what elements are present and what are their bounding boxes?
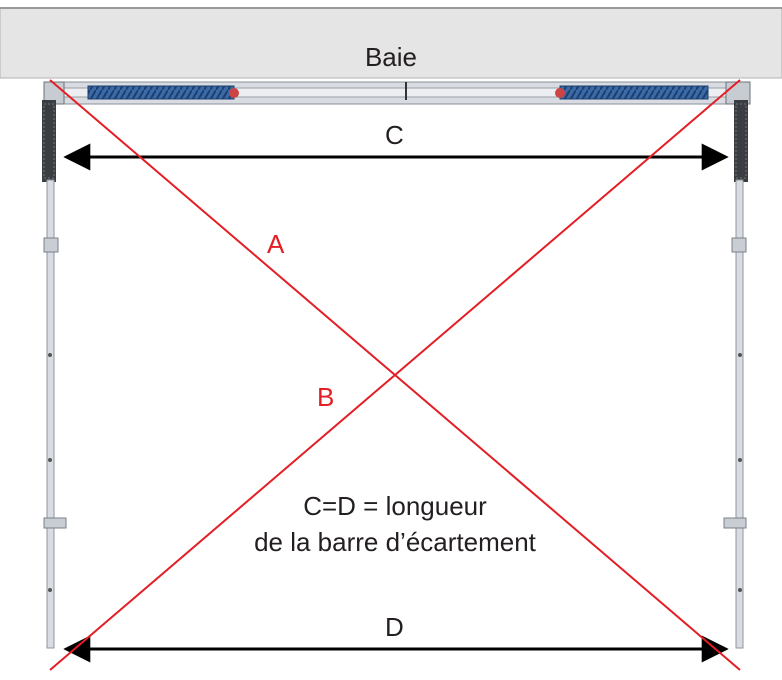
opening-header (0, 7, 782, 79)
note-line-2: de la barre d’écartement (254, 527, 536, 557)
diagonal-a-label: A (267, 229, 285, 259)
left-spring (87, 85, 235, 100)
dimension-c-label: C (385, 120, 404, 150)
note-line-1: C=D = longueur (303, 491, 487, 521)
torsion-shaft (43, 81, 751, 105)
note-text: C=D = longueur de la barre d’écartement (205, 488, 585, 560)
left-rail (42, 100, 67, 649)
diagonal-b-label: B (317, 382, 335, 412)
right-rail (723, 100, 748, 649)
opening-label: Baie (364, 42, 418, 72)
right-spring (559, 85, 709, 100)
diagonal-b (49, 79, 741, 671)
dimension-d-label: D (385, 612, 404, 642)
